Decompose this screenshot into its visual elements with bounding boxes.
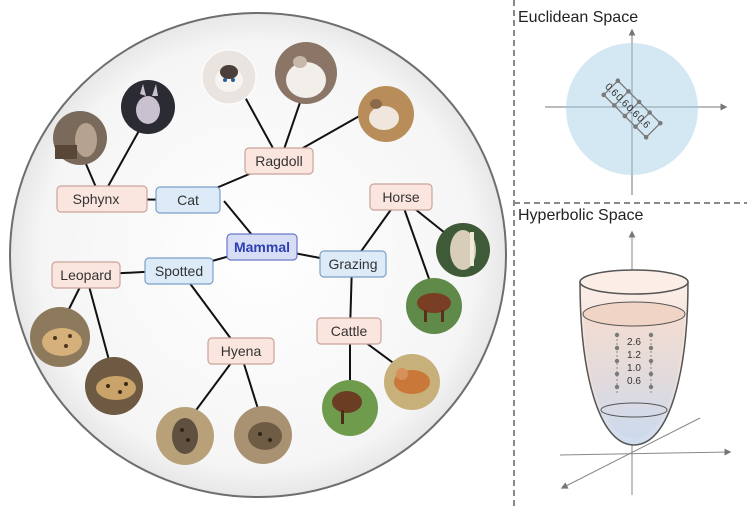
node-spotted: Spotted	[144, 257, 214, 285]
node-sphynx-label: Sphynx	[73, 191, 120, 207]
node-cattle: Cattle	[316, 317, 382, 345]
node-horse-label: Horse	[382, 189, 420, 205]
hyena-photo-1	[156, 407, 214, 465]
node-ragdoll-label: Ragdoll	[255, 153, 302, 169]
hyper-val-4: 0.6	[627, 376, 641, 387]
sphynx-photo-1	[53, 111, 107, 165]
node-leopard-label: Leopard	[60, 267, 111, 283]
node-cattle-label: Cattle	[331, 323, 368, 339]
hyper-val-1: 2.6	[627, 337, 641, 348]
node-grazing: Grazing	[319, 250, 387, 278]
hyperbolic-grid: 2.6 1.2 1.0 0.6	[614, 332, 654, 393]
hyena-photo-2	[234, 406, 292, 464]
node-cat-label: Cat	[177, 192, 199, 208]
node-horse: Horse	[369, 183, 433, 211]
animal-photos	[30, 42, 490, 465]
leopard-photo-2	[85, 357, 143, 415]
cattle-photo-2	[384, 354, 440, 410]
cattle-photo-1	[322, 380, 378, 436]
paraboloid-bowl	[579, 269, 689, 446]
node-mammal-label: Mammal	[234, 239, 290, 255]
hyper-val-2: 1.2	[627, 350, 641, 361]
sphynx-photo-2	[121, 80, 175, 134]
ragdoll-photo-1	[201, 49, 257, 105]
hyper-val-3: 1.0	[627, 363, 641, 374]
node-ragdoll: Ragdoll	[244, 147, 314, 175]
node-sphynx: Sphynx	[56, 185, 148, 213]
node-hyena-label: Hyena	[221, 343, 262, 359]
horse-photo-2	[406, 278, 462, 334]
ragdoll-photo-2	[275, 42, 337, 104]
node-mammal: Mammal	[226, 233, 298, 261]
ragdoll-photo-3	[358, 86, 414, 142]
node-leopard: Leopard	[51, 261, 121, 289]
node-hyena: Hyena	[207, 337, 275, 365]
node-cat: Cat	[155, 186, 221, 214]
leopard-photo-1	[30, 307, 90, 367]
node-spotted-label: Spotted	[155, 263, 203, 279]
hyperbolic-title: Hyperbolic Space	[518, 207, 644, 224]
horse-photo-1	[436, 223, 490, 277]
node-grazing-label: Grazing	[328, 256, 377, 272]
euclidean-title: Euclidean Space	[518, 9, 638, 26]
panel-dividers	[513, 0, 747, 509]
